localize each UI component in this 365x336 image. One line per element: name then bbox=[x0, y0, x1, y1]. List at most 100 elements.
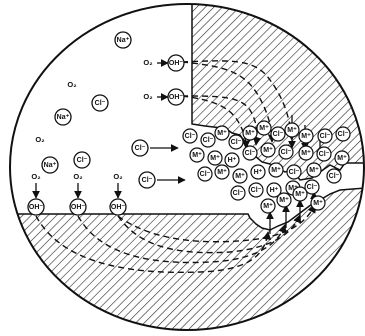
ion-circle-icon bbox=[207, 150, 223, 166]
ion-circle-icon bbox=[232, 168, 248, 184]
ion-circle-icon bbox=[335, 126, 351, 142]
ion-circle-icon bbox=[286, 164, 302, 180]
bottom-cathode-reactions: O₂ OH⁻ O₂ OH⁻ O₂ OH⁻ bbox=[27, 172, 127, 216]
chloride-label: Cl⁻ bbox=[135, 145, 146, 152]
ion-circle-icon bbox=[182, 128, 198, 144]
ion-circle-icon bbox=[298, 128, 314, 144]
metal-ion-label: M⁺ bbox=[309, 167, 319, 174]
hydroxide-label: OH⁻ bbox=[169, 94, 184, 101]
ion-circle-icon bbox=[260, 198, 276, 214]
crevice-ion-cluster: Cl⁻ Cl⁻ M⁺ Cl⁻ M⁺ M⁺ Cl⁻ M⁺ M⁺ Cl⁻ Cl⁻ M… bbox=[182, 120, 351, 214]
hydroxide-label: OH⁻ bbox=[71, 204, 86, 211]
chloride-label: Cl⁻ bbox=[185, 133, 196, 140]
ion-circle-icon bbox=[69, 198, 87, 216]
chloride-label: Cl⁻ bbox=[251, 187, 262, 194]
chloride-label: Cl⁻ bbox=[200, 171, 211, 178]
chloride-label: Cl⁻ bbox=[329, 173, 340, 180]
ion-circle-icon bbox=[138, 171, 156, 189]
ion-circle-icon bbox=[334, 150, 350, 166]
hydrogen-ion-label: H⁺ bbox=[254, 169, 263, 176]
ion-circle-icon bbox=[306, 162, 322, 178]
chloride-label: Cl⁻ bbox=[77, 157, 88, 164]
oxygen-label: O₂ bbox=[73, 172, 82, 181]
ion-circle-icon bbox=[200, 132, 216, 148]
metal-ion-label: M⁺ bbox=[337, 155, 347, 162]
chloride-label: Cl⁻ bbox=[273, 131, 284, 138]
ion-circle-icon bbox=[228, 134, 244, 150]
chloride-label: Cl⁻ bbox=[233, 190, 244, 197]
chloride-label: Cl⁻ bbox=[245, 150, 256, 157]
hydrogen-ion-label: H⁺ bbox=[228, 157, 237, 164]
chloride-label: Cl⁻ bbox=[281, 149, 292, 156]
ion-circle-icon bbox=[268, 162, 284, 178]
metal-ion-label: M⁺ bbox=[287, 127, 297, 134]
ion-circle-icon bbox=[91, 94, 109, 112]
oxygen-label: O₂ bbox=[35, 135, 44, 144]
metal-ion-label: M⁺ bbox=[192, 152, 202, 159]
ion-circle-icon bbox=[260, 142, 276, 158]
chloride-label: Cl⁻ bbox=[289, 169, 300, 176]
metal-ion-label: M⁺ bbox=[210, 155, 220, 162]
hydroxide-label: OH⁻ bbox=[111, 204, 126, 211]
lower-metal-region bbox=[10, 187, 364, 330]
ion-circle-icon bbox=[189, 147, 205, 163]
metal-ion-label: M⁺ bbox=[301, 150, 311, 157]
ion-circle-icon bbox=[27, 198, 45, 216]
chloride-label: Cl⁻ bbox=[338, 131, 349, 138]
oxygen-label: O₂ bbox=[31, 172, 40, 181]
ion-circle-icon bbox=[167, 88, 185, 106]
ion-circle-icon bbox=[316, 146, 332, 162]
ion-circle-icon bbox=[248, 182, 264, 198]
ion-circle-icon bbox=[276, 192, 292, 208]
hydrogen-ion-label: H⁺ bbox=[270, 187, 279, 194]
ion-circle-icon bbox=[73, 151, 91, 169]
ion-circle-icon bbox=[167, 54, 185, 72]
chloride-label: Cl⁻ bbox=[142, 177, 153, 184]
ion-circle-icon bbox=[197, 166, 213, 182]
chloride-label: Cl⁻ bbox=[307, 184, 318, 191]
ion-circle-icon bbox=[292, 186, 308, 202]
ion-circle-icon bbox=[242, 125, 258, 141]
chloride-migration: Cl⁻ Cl⁻ bbox=[131, 139, 186, 189]
ion-circle-icon bbox=[230, 185, 246, 201]
metal-ion-label: M⁺ bbox=[263, 147, 273, 154]
metal-ion-label: M⁺ bbox=[313, 200, 323, 207]
lower-current-paths bbox=[35, 204, 316, 274]
chloride-label: Cl⁻ bbox=[231, 139, 242, 146]
metal-ion-label: M⁺ bbox=[245, 130, 255, 137]
solution-species: Na⁺ O₂ Cl⁻ Na⁺ O₂ Cl⁻ Na⁺ bbox=[35, 31, 132, 174]
ion-circle-icon bbox=[114, 31, 132, 49]
oxygen-label: O₂ bbox=[67, 80, 76, 89]
ion-circle-icon bbox=[317, 128, 333, 144]
ion-circle-icon bbox=[54, 108, 72, 126]
ion-circle-icon bbox=[298, 145, 314, 161]
sodium-label: Na⁺ bbox=[57, 114, 70, 121]
oxygen-label: O₂ bbox=[143, 92, 152, 101]
ion-circle-icon bbox=[278, 144, 294, 160]
ion-circle-icon bbox=[109, 198, 127, 216]
metal-ion-label: M⁺ bbox=[271, 167, 281, 174]
ion-circle-icon bbox=[250, 164, 266, 180]
ion-circle-icon bbox=[214, 125, 230, 141]
ion-circle-icon bbox=[270, 126, 286, 142]
ion-circle-icon bbox=[310, 195, 326, 211]
chloride-label: Cl⁻ bbox=[95, 100, 106, 107]
metal-ion-label: M⁺ bbox=[288, 185, 298, 192]
metal-ion-label: M⁺ bbox=[235, 173, 245, 180]
metal-ion-label: M⁺ bbox=[295, 191, 305, 198]
metal-ion-label: M⁺ bbox=[259, 125, 269, 132]
chloride-label: Cl⁻ bbox=[319, 151, 330, 158]
metal-ion-label: M⁺ bbox=[301, 133, 311, 140]
ion-circle-icon bbox=[266, 182, 282, 198]
sodium-label: Na⁺ bbox=[117, 37, 130, 44]
metal-ion-label: M⁺ bbox=[217, 130, 227, 137]
metal-ion-label: M⁺ bbox=[279, 197, 289, 204]
hydroxide-label: OH⁻ bbox=[29, 204, 44, 211]
oxygen-label: O₂ bbox=[143, 58, 152, 67]
cell-boundary bbox=[9, 3, 365, 331]
ion-circle-icon bbox=[242, 145, 258, 161]
sodium-label: Na⁺ bbox=[44, 162, 57, 169]
ion-circle-icon bbox=[304, 179, 320, 195]
metal-ion-label: M⁺ bbox=[263, 203, 273, 210]
